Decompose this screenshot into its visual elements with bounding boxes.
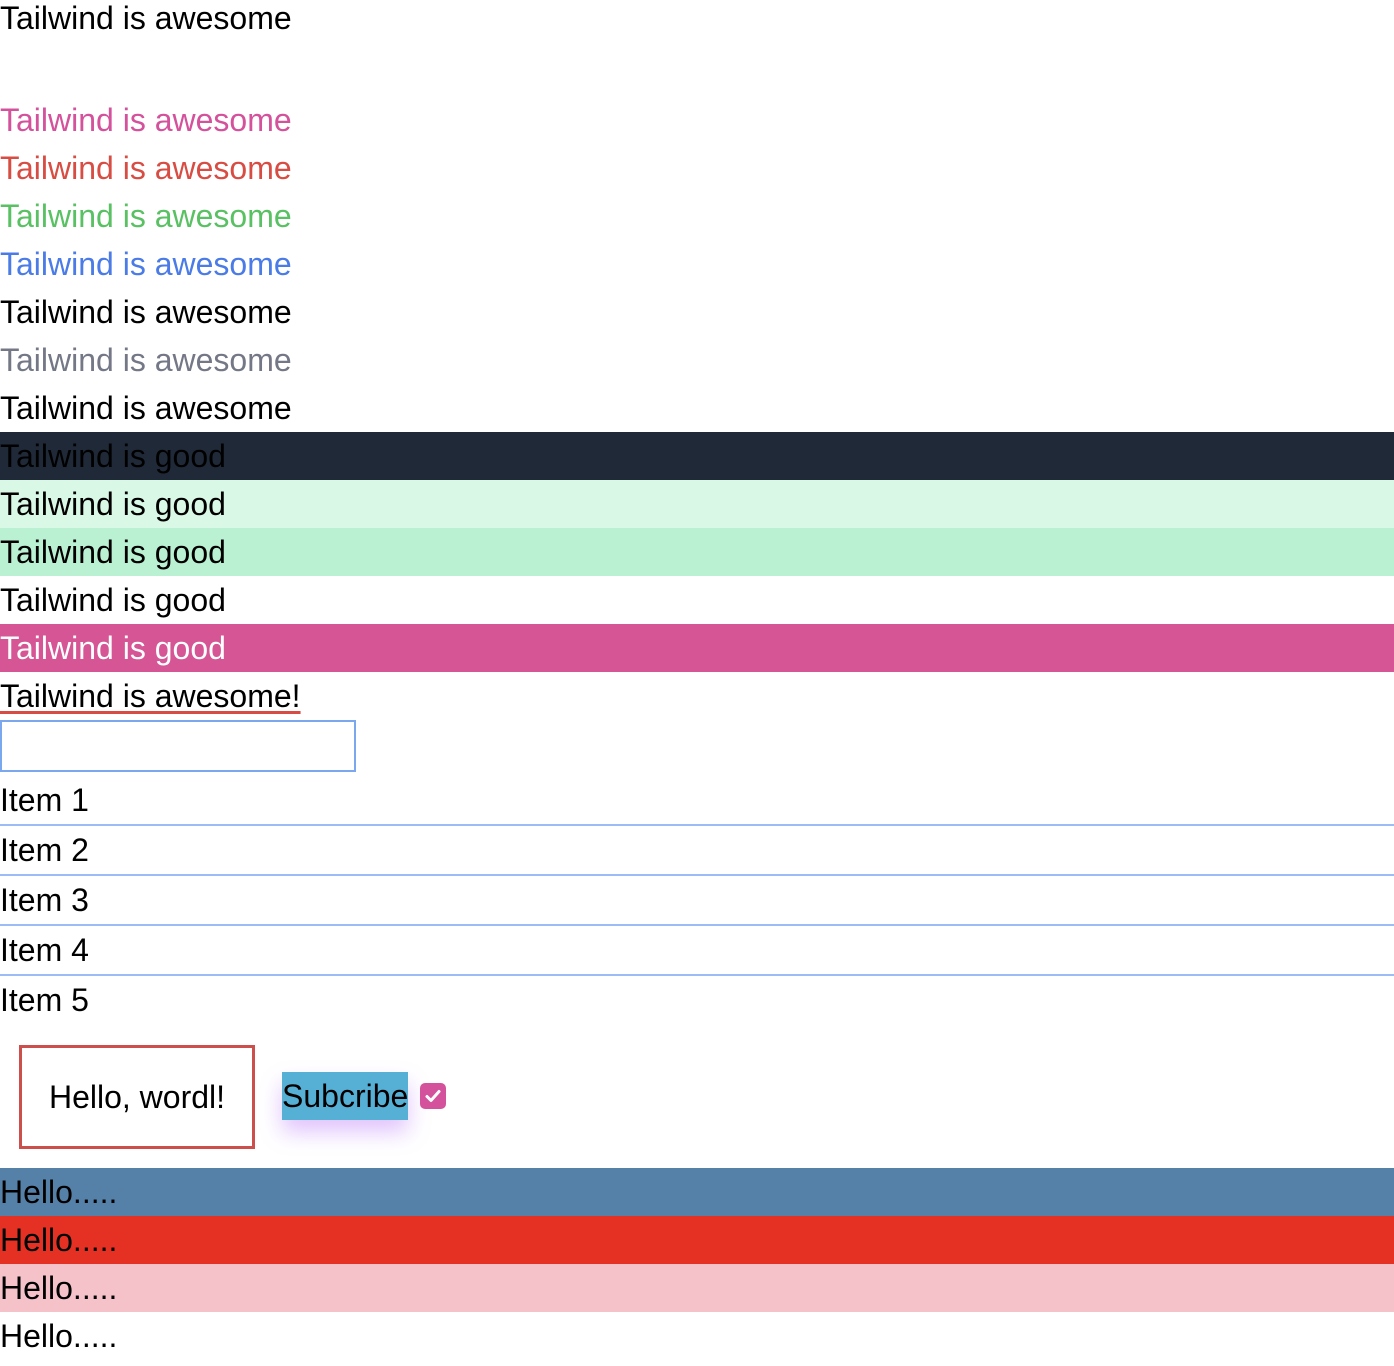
list-item: Item 4 [0, 926, 1394, 976]
text-pink: Tailwind is awesome [0, 102, 292, 138]
list-item: Item 1 [0, 776, 1394, 826]
text-blue: Tailwind is awesome [0, 246, 292, 282]
hello-steel: Hello..... [0, 1168, 1394, 1216]
greeting-card: Hello, wordl! [19, 1045, 255, 1149]
spacer [0, 36, 1394, 96]
hello-rose: Hello..... [0, 1264, 1394, 1312]
text-black-2: Tailwind is awesome [0, 390, 292, 426]
hello-plain: Hello..... [0, 1318, 118, 1354]
background-text-group: Tailwind is good Tailwind is good Tailwi… [0, 432, 1394, 672]
text-bg-dark: Tailwind is good [0, 432, 1394, 480]
list-item: Item 2 [0, 826, 1394, 876]
subscribe-checkbox[interactable] [420, 1083, 446, 1109]
actions-row: Hello, wordl! Subcribe [0, 1024, 1394, 1168]
colored-text-group: Tailwind is awesome Tailwind is awesome … [0, 96, 1394, 432]
underlined-text: Tailwind is awesome! [0, 678, 301, 714]
text-red: Tailwind is awesome [0, 150, 292, 186]
text-bg-pink: Tailwind is good [0, 624, 1394, 672]
list-item: Item 5 [0, 982, 89, 1018]
page-heading: Tailwind is awesome [0, 0, 292, 36]
text-bg-mint-light: Tailwind is good [0, 480, 1394, 528]
input-wrapper [0, 720, 1394, 776]
hello-scarlet: Hello..... [0, 1216, 1394, 1264]
text-black: Tailwind is awesome [0, 294, 292, 330]
text-input[interactable] [0, 720, 356, 772]
text-bg-mint: Tailwind is good [0, 528, 1394, 576]
list-item: Item 3 [0, 876, 1394, 926]
text-bg-white: Tailwind is good [0, 576, 1394, 624]
text-gray: Tailwind is awesome [0, 342, 292, 378]
subscribe-button[interactable]: Subcribe [282, 1072, 409, 1120]
underlined-line: Tailwind is awesome! [0, 672, 1394, 720]
text-green: Tailwind is awesome [0, 198, 292, 234]
item-list: Item 1 Item 2 Item 3 Item 4 Item 5 [0, 776, 1394, 1024]
hello-group: Hello..... Hello..... Hello..... Hello..… [0, 1168, 1394, 1360]
checkmark-icon [425, 1090, 441, 1102]
greeting-card-text: Hello, wordl! [48, 1078, 226, 1115]
